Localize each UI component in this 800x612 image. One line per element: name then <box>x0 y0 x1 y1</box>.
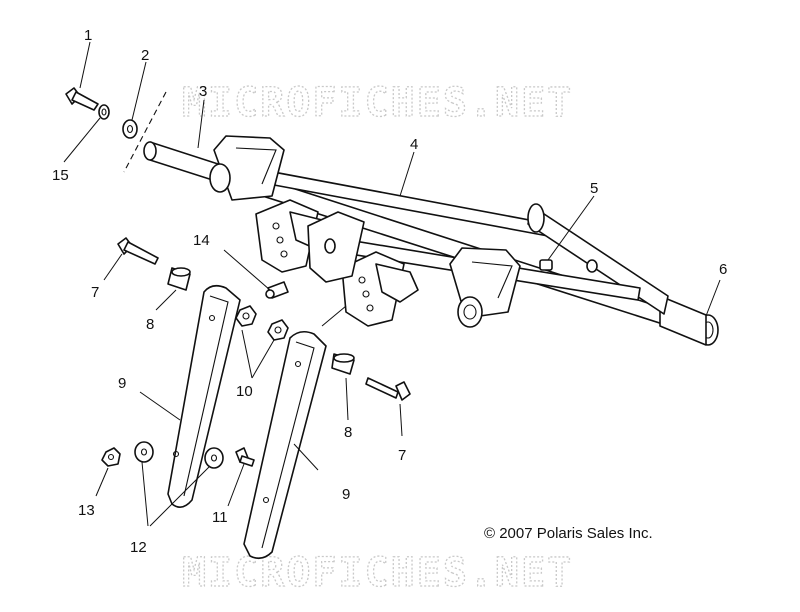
callout-6: 6 <box>719 261 727 278</box>
callout-7-right: 7 <box>398 447 406 464</box>
callout-5: 5 <box>590 180 598 197</box>
right-mount-plate <box>341 251 419 327</box>
callout-13: 13 <box>78 502 95 519</box>
washer-12-b <box>204 447 224 469</box>
grease-fitting-14 <box>265 281 289 299</box>
washer-2 <box>122 119 138 139</box>
callout-7-left: 7 <box>91 284 99 301</box>
watermark-top: MICROFICHES.NET <box>182 80 573 126</box>
callout-1: 1 <box>84 27 92 44</box>
callout-3: 3 <box>199 83 207 100</box>
link-plate-9-left <box>167 284 241 508</box>
callout-15: 15 <box>52 167 69 184</box>
callout-4: 4 <box>410 136 418 153</box>
center-plate <box>307 211 365 283</box>
callout-2: 2 <box>141 47 149 64</box>
nut-13 <box>101 447 121 467</box>
spacer-8-left <box>167 267 191 291</box>
bolt-11 <box>235 447 255 467</box>
bolt-1 <box>65 87 99 111</box>
nut-10-b <box>267 319 289 341</box>
callout-10: 10 <box>236 383 253 400</box>
link-plate-9-right <box>243 330 327 560</box>
separator-line <box>123 91 167 173</box>
nut-10-a <box>235 305 257 327</box>
callout-8-right: 8 <box>344 424 352 441</box>
spacer-8-right <box>331 353 355 375</box>
callout-9-right: 9 <box>342 486 350 503</box>
washer-15 <box>98 104 110 120</box>
bolt-7-left <box>117 237 159 265</box>
nut-5-other <box>586 259 598 273</box>
bolt-7-right <box>365 377 411 401</box>
callout-11: 11 <box>212 509 228 526</box>
washer-12-a <box>134 441 154 463</box>
callout-9-left: 9 <box>118 375 126 392</box>
left-shock-bracket <box>209 135 285 201</box>
copyright-text: © 2007 Polaris Sales Inc. <box>484 525 653 542</box>
leader-lines <box>63 41 721 527</box>
callout-12: 12 <box>130 539 147 556</box>
callout-8-left: 8 <box>146 316 154 333</box>
nut-5 <box>539 259 553 271</box>
watermark-bottom: MICROFICHES.NET <box>182 550 573 596</box>
right-shock-bracket <box>449 247 521 328</box>
callout-14: 14 <box>193 232 210 249</box>
